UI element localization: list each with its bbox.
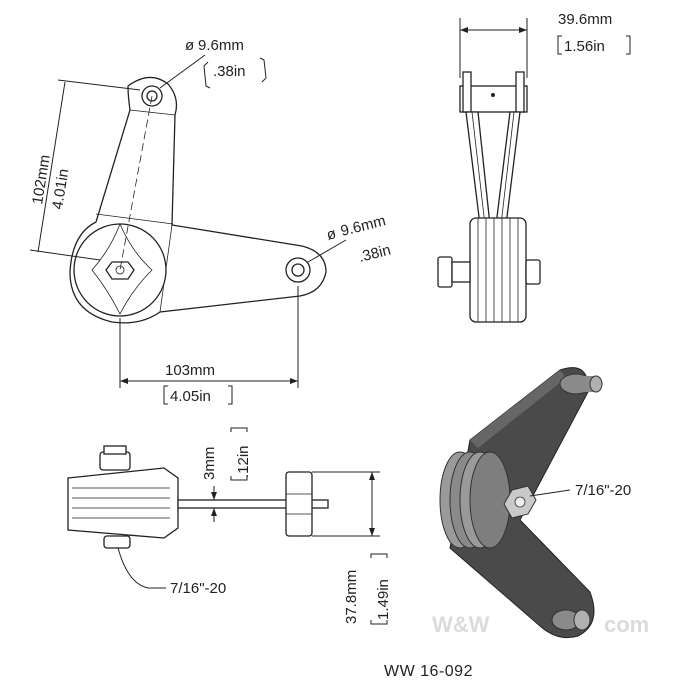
side-hole-dia-mm: 9.6mm — [339, 212, 388, 240]
thickness-mm: 3mm — [201, 447, 218, 480]
arm-plate — [177, 499, 329, 509]
height-in: 4.01in — [49, 168, 72, 211]
watermark-logo: W&W — [432, 612, 490, 637]
side-hole-dia-symbol: ø — [325, 225, 338, 244]
top-hole-dia-symbol: ø — [185, 37, 194, 54]
width-in: 4.05in — [170, 388, 211, 405]
side-width-in: 1.56in — [564, 38, 605, 55]
depth-in: 1.49in — [375, 579, 392, 620]
top-nut — [99, 451, 131, 471]
side-width-mm: 39.6mm — [558, 11, 612, 28]
side-view: 39.6mm 1.56in — [437, 11, 631, 323]
side-hole-dia-in: .38in — [357, 242, 393, 266]
part-code: WW 16-092 — [384, 663, 473, 680]
thickness-in: .12in — [235, 445, 252, 478]
bushing — [285, 471, 313, 537]
pulley-stack — [469, 217, 527, 323]
hex-nut — [105, 261, 135, 280]
top-view: 3mm .12in 37.8mm 1.49in 7/16"-20 — [67, 427, 392, 625]
top-hole-dia-in: .38in — [213, 63, 246, 80]
front-view: ø 9.6mm .38in 102mm 4.01in ø 9.6mm .38in… — [29, 37, 392, 405]
width-mm: 103mm — [165, 362, 215, 379]
bolt-head-right — [525, 259, 541, 285]
watermark-site: com — [604, 612, 649, 637]
isometric-view: 7/16"-20 W&W com — [432, 367, 649, 639]
iso-pulley-stack — [439, 451, 511, 549]
top-view-thread: 7/16"-20 — [170, 580, 226, 597]
iso-thread: 7/16"-20 — [575, 482, 631, 499]
bottom-nut — [103, 535, 131, 549]
top-hole-dia-mm: 9.6mm — [198, 37, 244, 54]
depth-mm: 37.8mm — [343, 570, 360, 624]
bolt-head-left — [437, 256, 453, 288]
